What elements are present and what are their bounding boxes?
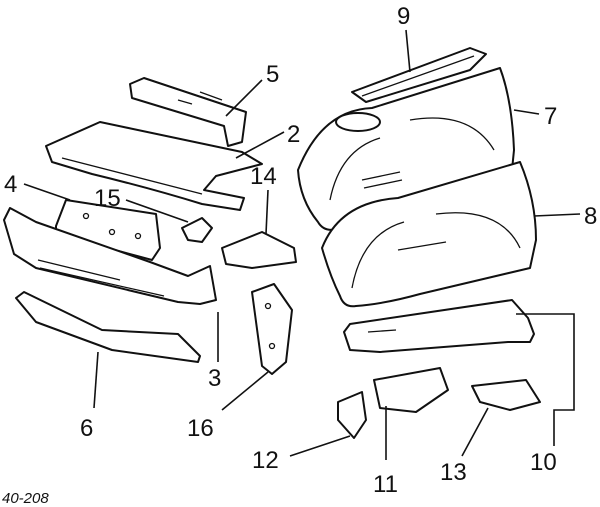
part-10-rail xyxy=(343,299,535,353)
part-11-bracket xyxy=(373,367,449,413)
callout-12: 12 xyxy=(252,447,279,474)
part-16-bracket xyxy=(251,283,293,375)
callout-8: 8 xyxy=(584,203,597,230)
part-5-bracket xyxy=(129,77,247,147)
callout-16: 16 xyxy=(187,415,214,442)
part-2-support-panel xyxy=(45,121,263,211)
callout-labels: 9 5 7 2 14 4 15 8 3 6 16 12 11 13 10 xyxy=(4,3,597,498)
part-9-strip xyxy=(351,47,487,103)
leader-lines xyxy=(23,29,581,460)
callout-7: 7 xyxy=(544,103,557,130)
figure-reference: 40-208 xyxy=(2,490,49,507)
callout-13: 13 xyxy=(440,459,467,486)
part-6-spoiler xyxy=(15,291,201,363)
callout-3: 3 xyxy=(208,365,221,392)
part-14-plate xyxy=(221,231,297,269)
part-15-clip xyxy=(181,217,213,243)
callout-15: 15 xyxy=(94,185,121,212)
callout-9: 9 xyxy=(397,3,410,30)
part-8-apron-lower xyxy=(321,161,537,308)
callout-4: 4 xyxy=(4,171,17,198)
callout-10: 10 xyxy=(530,449,557,476)
callout-6: 6 xyxy=(80,415,93,442)
callout-14: 14 xyxy=(250,163,277,190)
part-13-bracket xyxy=(471,379,541,411)
part-3-valance xyxy=(3,207,217,305)
part-12-bracket xyxy=(337,391,367,439)
callout-11: 11 xyxy=(373,471,398,498)
callout-2: 2 xyxy=(287,121,300,148)
callout-5: 5 xyxy=(266,61,279,88)
